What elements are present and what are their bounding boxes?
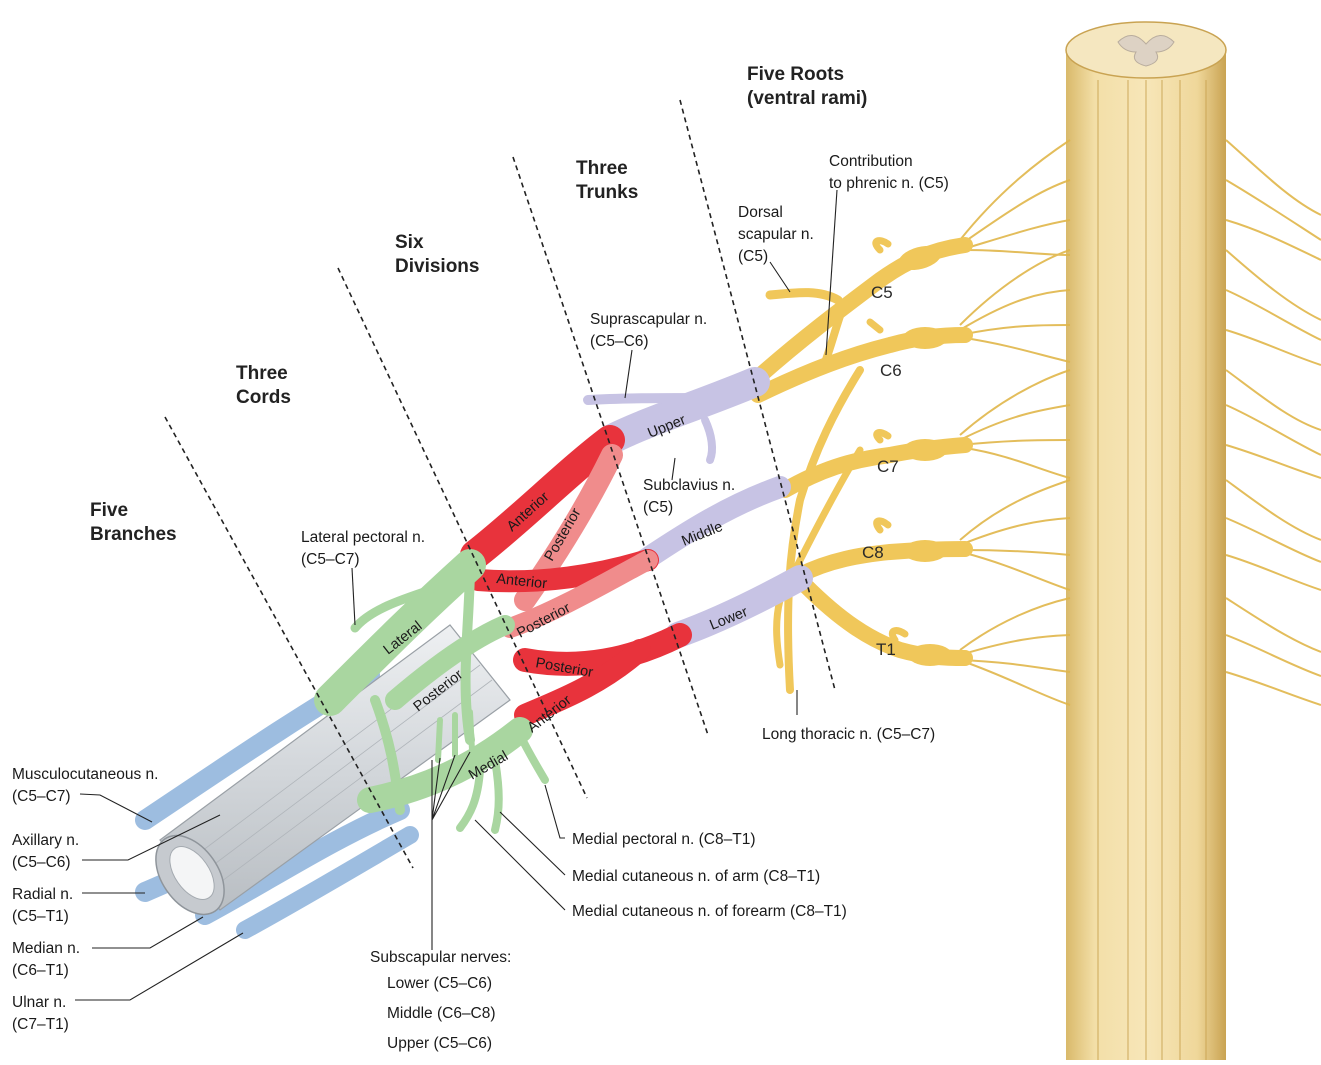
header-trunks-line2: Trunks bbox=[576, 182, 638, 203]
header-trunks-line1: Three bbox=[576, 158, 628, 179]
medial-cutaneous-forearm-nerve bbox=[456, 766, 484, 832]
label-dorsal-line2: scapular n. bbox=[738, 226, 814, 243]
root-label-c8: C8 bbox=[862, 543, 884, 562]
suprascapular-nerve bbox=[583, 393, 710, 405]
divider-divisions-cords bbox=[337, 267, 588, 799]
divisions bbox=[460, 425, 692, 726]
grey-matter-icon bbox=[1117, 35, 1175, 67]
label-suprascapular-line1: Suprascapular n. bbox=[590, 311, 707, 328]
cord-medial bbox=[357, 717, 533, 813]
root-label-c7: C7 bbox=[877, 457, 899, 476]
roots bbox=[747, 237, 973, 694]
label-musculocutaneous-line1: Musculocutaneous n. bbox=[12, 766, 158, 783]
header-cords-line2: Cords bbox=[236, 387, 291, 408]
rootlets bbox=[959, 139, 1071, 706]
header-branches-line1: Five bbox=[90, 500, 128, 521]
label-suprascapular-line2: (C5–C6) bbox=[590, 333, 649, 350]
trunks bbox=[583, 367, 813, 648]
root-label-c6: C6 bbox=[880, 361, 902, 380]
label-lateral-pectoral-line2: (C5–C7) bbox=[301, 551, 360, 568]
rootlets-right bbox=[1225, 139, 1321, 706]
lateral-pectoral-nerve bbox=[350, 585, 435, 633]
label-lateral-pectoral-line1: Lateral pectoral n. bbox=[301, 529, 425, 546]
leader-lines bbox=[75, 189, 838, 1001]
header-divisions-line1: Six bbox=[395, 232, 424, 253]
header-divisions-line2: Divisions bbox=[395, 256, 479, 277]
label-subscapular-middle: Middle (C6–C8) bbox=[387, 1005, 496, 1022]
divider-cords-branches bbox=[164, 416, 414, 869]
label-ulnar-line2: (C7–T1) bbox=[12, 1016, 69, 1033]
label-axillary-line2: (C5–C6) bbox=[12, 854, 71, 871]
label-radial-line1: Radial n. bbox=[12, 886, 73, 903]
subclavius-nerve bbox=[701, 416, 717, 464]
medial-pectoral-nerve bbox=[516, 731, 549, 784]
ulnar-nerve bbox=[236, 826, 419, 939]
label-dorsal-line1: Dorsal bbox=[738, 204, 783, 221]
label-subscapular-title: Subscapular nerves: bbox=[370, 949, 511, 966]
header-cords-line1: Three bbox=[236, 363, 288, 384]
label-subclavius-line1: Subclavius n. bbox=[643, 477, 735, 494]
trunk-lower bbox=[665, 565, 813, 648]
label-phrenic-line2: to phrenic n. (C5) bbox=[829, 175, 949, 192]
label-median-line2: (C6–T1) bbox=[12, 962, 69, 979]
label-ulnar-line1: Ulnar n. bbox=[12, 994, 66, 1011]
label-medial-cutaneous-forearm: Medial cutaneous n. of forearm (C8–T1) bbox=[572, 903, 847, 920]
division-label-middle-anterior: Anterior bbox=[496, 571, 548, 592]
label-subscapular-upper: Upper (C5–C6) bbox=[387, 1035, 492, 1052]
label-median-line1: Median n. bbox=[12, 940, 80, 957]
axillary-artery bbox=[155, 624, 511, 916]
medial-cutaneous-arm-nerve bbox=[491, 756, 503, 834]
root-label-t1: T1 bbox=[876, 640, 896, 659]
cord-lateral bbox=[314, 549, 486, 716]
label-radial-line2: (C5–T1) bbox=[12, 908, 69, 925]
cord-posterior bbox=[385, 615, 515, 710]
label-medial-pectoral: Medial pectoral n. (C8–T1) bbox=[572, 831, 756, 848]
divider-trunks-divisions bbox=[512, 156, 709, 736]
label-phrenic-line1: Contribution bbox=[829, 153, 913, 170]
label-axillary-line1: Axillary n. bbox=[12, 832, 79, 849]
long-thoracic-nerve bbox=[784, 366, 864, 694]
dorsal-scapular-nerve bbox=[765, 288, 843, 305]
divider-roots-trunks bbox=[679, 99, 836, 691]
root-label-c5: C5 bbox=[871, 283, 893, 302]
cords bbox=[314, 549, 549, 834]
region-dividers bbox=[164, 99, 836, 869]
label-subscapular-lower: Lower (C5–C6) bbox=[387, 975, 492, 992]
label-medial-cutaneous-arm: Medial cutaneous n. of arm (C8–T1) bbox=[572, 868, 820, 885]
division-middle-posterior bbox=[500, 550, 658, 638]
division-lower-anterior bbox=[514, 639, 651, 726]
label-subclavius-line2: (C5) bbox=[643, 499, 673, 516]
division-upper-anterior bbox=[460, 425, 625, 570]
spinal-cord bbox=[1065, 21, 1227, 1060]
header-roots-line1: Five Roots bbox=[747, 64, 844, 85]
label-dorsal-line3: (C5) bbox=[738, 248, 768, 265]
phrenic-contribution-nerve bbox=[820, 306, 846, 369]
division-lower-posterior bbox=[513, 623, 692, 676]
label-musculocutaneous-line2: (C5–C7) bbox=[12, 788, 71, 805]
header-roots-line2: (ventral rami) bbox=[747, 88, 867, 109]
trunk-upper bbox=[595, 367, 770, 455]
trunk-middle bbox=[634, 476, 791, 571]
header-branches-line2: Branches bbox=[90, 524, 177, 545]
label-long-thoracic: Long thoracic n. (C5–C7) bbox=[762, 726, 935, 743]
